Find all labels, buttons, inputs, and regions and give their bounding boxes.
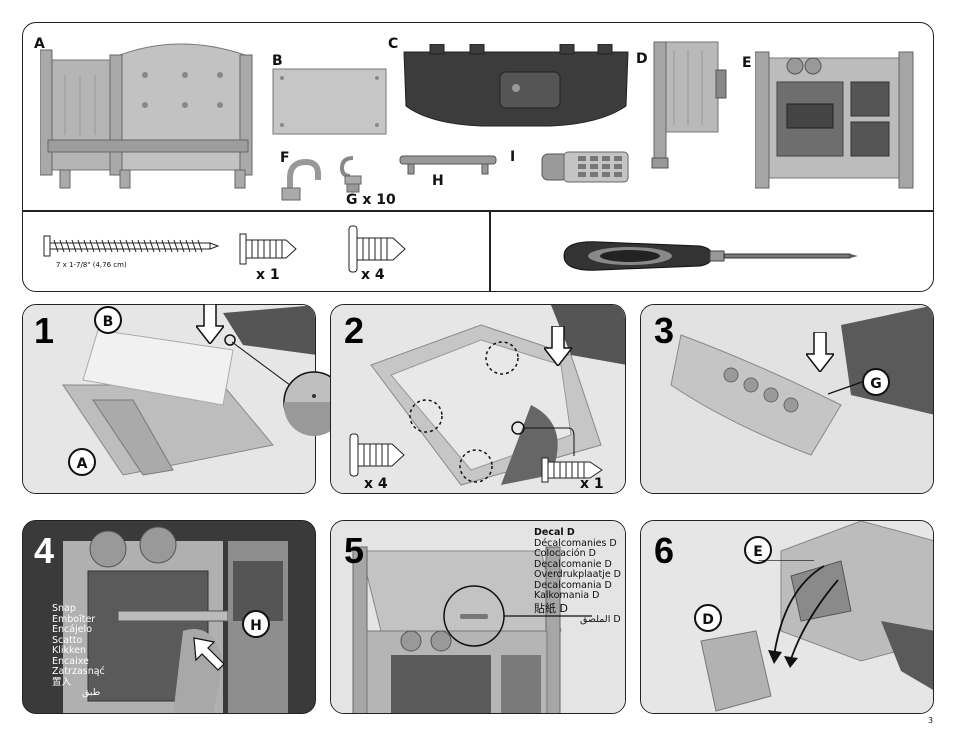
step-1-callout-a: A: [68, 448, 96, 476]
step-4-up-arrow-icon: [193, 637, 225, 671]
step-4-number: 4: [34, 530, 55, 571]
long-screw-size: 7 x 1-7/8" (4,76 cm): [56, 261, 127, 269]
part-e-stove-image: [755, 51, 914, 189]
snap-line: طبق: [82, 687, 101, 698]
wide-screw-quantity: x 4: [361, 267, 385, 283]
step-3-photo: [640, 304, 934, 494]
short-screw-image: [239, 233, 297, 265]
step-6-callout-e: E: [744, 536, 772, 564]
decal-line: Décalcomanies D: [534, 537, 617, 549]
step-2-quantity-x1: x 1: [580, 476, 604, 492]
screwdriver-icon: [563, 241, 858, 271]
snap-line: Klikken: [52, 645, 87, 656]
snap-line: Encaixe: [52, 655, 89, 667]
part-b-label: B: [272, 53, 283, 69]
snap-line: 置入: [52, 676, 72, 688]
decal-line: الملصق D: [580, 613, 621, 625]
step-5-number: 5: [344, 530, 365, 571]
parts-divider-vertical: [489, 211, 491, 291]
snap-line: Scatto: [52, 634, 83, 646]
part-i-phone-image: [541, 151, 629, 183]
part-f-faucet-image: [281, 158, 321, 201]
part-a-label: A: [34, 36, 45, 52]
step-2-number: 2: [344, 310, 365, 351]
decal-line: 貼紙 D: [534, 601, 568, 615]
part-d-label: D: [636, 51, 648, 67]
snap-line: Zatrzasnąć: [52, 666, 105, 677]
snap-line: Encájelo: [52, 624, 93, 635]
step-3-callout-g: G: [862, 368, 890, 396]
step-6-number: 6: [654, 530, 675, 571]
step-6-photo: [640, 520, 934, 714]
decal-line: Overdrukplaatje D: [534, 569, 621, 580]
step-5-decal-translations: Decal D Décalcomanies D Colocación D Dec…: [534, 527, 621, 625]
step-2-wide-screw-image: [349, 433, 405, 477]
step-4-callout-h: H: [242, 610, 270, 638]
part-b-panel-image: [272, 68, 387, 135]
part-i-label: I: [510, 149, 516, 165]
step-5-photo: [330, 520, 626, 714]
decal-line: Decalcomanie D: [534, 558, 612, 570]
step-3-down-arrow-icon: [806, 332, 834, 372]
snap-line: Snap: [52, 603, 76, 614]
step-3-leader-line: [827, 381, 863, 395]
step-2-down-arrow-icon: [544, 326, 572, 366]
part-d-side-image: [651, 41, 727, 169]
step-1-callout-b: B: [94, 306, 122, 334]
step-1-photo: [22, 304, 316, 494]
decal-line: Kalkomania D: [534, 590, 600, 601]
step-1-zoom-detail: [224, 334, 345, 436]
decal-line: Colocación D: [534, 548, 596, 559]
step-2-short-screw-image: [541, 457, 603, 483]
part-h-handle-image: [399, 155, 497, 175]
part-g-hook-image: [339, 156, 362, 193]
part-a-headboard-image: [40, 43, 253, 189]
page-number: 3: [928, 716, 934, 725]
snap-line: Emboîter: [52, 613, 96, 625]
part-c-label: C: [388, 36, 399, 52]
long-screw-image: [43, 235, 220, 257]
decal-line: Decalcomania D: [534, 579, 612, 591]
step-5-decal-circle: [443, 585, 592, 647]
step-1-number: 1: [34, 310, 55, 351]
part-f-label: F: [280, 150, 290, 166]
step-2-markers: [409, 341, 575, 483]
step-6-callout-d: D: [694, 604, 722, 632]
parts-divider-horizontal: [23, 210, 933, 212]
wide-screw-image: [348, 225, 406, 273]
part-e-label: E: [742, 55, 752, 71]
short-screw-quantity: x 1: [256, 267, 280, 283]
step-1-down-arrow-icon: [196, 304, 224, 344]
step-3-number: 3: [654, 310, 675, 351]
step-6-curved-arrows-icon: [758, 560, 839, 668]
part-c-countertop-image: [403, 44, 629, 127]
part-h-label: H: [432, 173, 444, 189]
step-4-snap-translations: Snap Emboîter Encájelo Scatto Klikken En…: [52, 603, 105, 699]
step-2-quantity-x4: x 4: [364, 476, 388, 492]
decal-line: Decal D: [534, 527, 575, 538]
part-g-label: G x 10: [346, 192, 396, 208]
